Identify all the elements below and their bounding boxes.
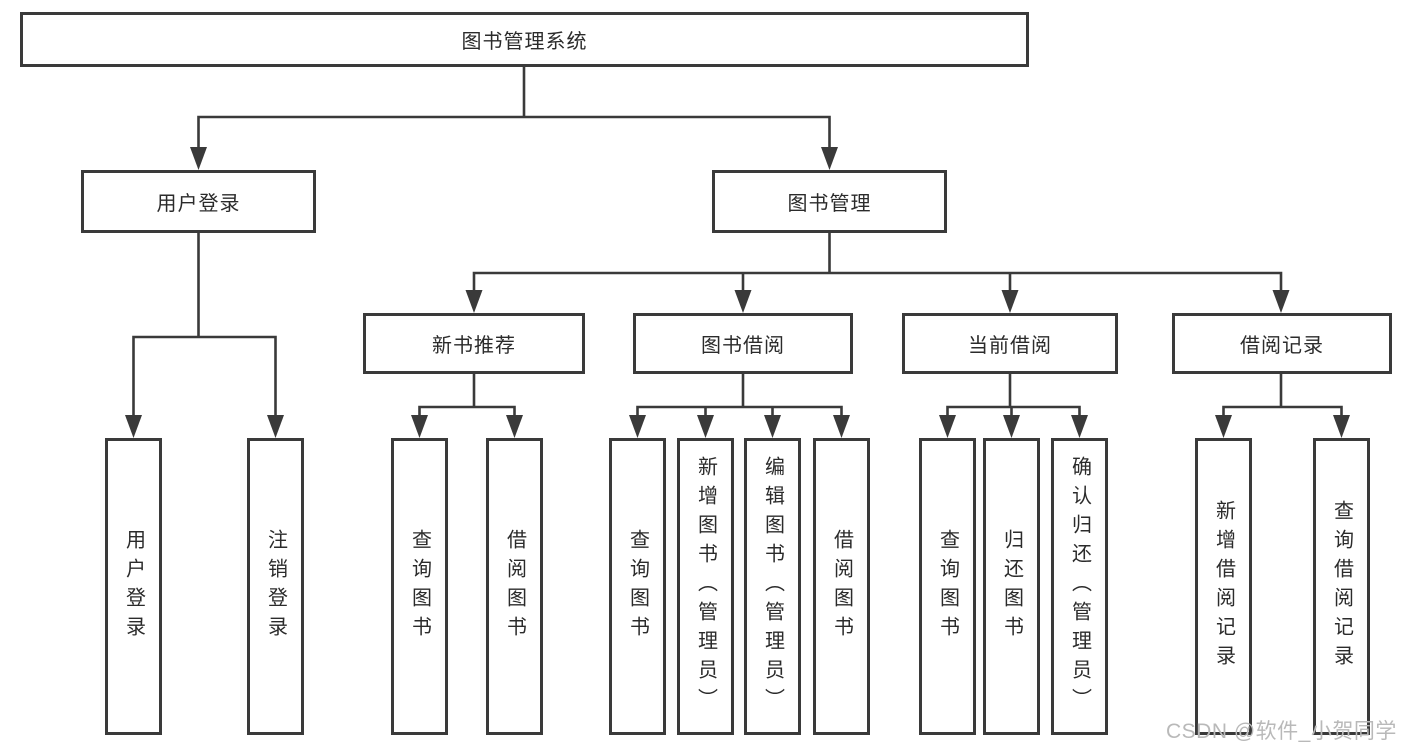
leaf-borrow-books: 借阅图书	[813, 438, 870, 735]
node-user-login-module: 用户登录	[81, 170, 316, 233]
node-book-borrowing: 图书借阅	[633, 313, 853, 374]
leaf-recommend-query-books-label: 查询图书	[408, 528, 431, 645]
leaf-return-books-label: 归还图书	[1000, 528, 1023, 645]
node-borrowing-records-label: 借阅记录	[1240, 335, 1324, 357]
watermark-text: CSDN @软件_小贺同学	[1166, 720, 1397, 743]
node-current-borrowing-label: 当前借阅	[968, 335, 1052, 357]
leaf-logout: 注销登录	[247, 438, 304, 735]
node-new-book-recommend-label: 新书推荐	[432, 335, 516, 357]
leaf-user-login: 用户登录	[105, 438, 162, 735]
leaf-borrowing-query-books: 查询图书	[609, 438, 666, 735]
leaf-logout-label: 注销登录	[264, 528, 287, 645]
leaf-confirm-return-admin-label: 确认归还（管理员）	[1068, 456, 1091, 717]
leaf-add-borrow-record-label: 新增借阅记录	[1212, 499, 1235, 674]
node-book-management-label: 图书管理	[787, 193, 872, 215]
leaf-add-borrow-record: 新增借阅记录	[1195, 438, 1252, 735]
node-root-label: 图书管理系统	[461, 31, 588, 53]
leaf-user-login-label: 用户登录	[122, 528, 145, 645]
leaf-borrowing-query-books-label: 查询图书	[626, 528, 649, 645]
node-book-borrowing-label: 图书借阅	[701, 335, 785, 357]
leaf-recommend-borrow-books-label: 借阅图书	[503, 528, 526, 645]
leaf-return-books: 归还图书	[983, 438, 1040, 735]
leaf-edit-books-admin: 编辑图书（管理员）	[744, 438, 801, 735]
leaf-borrow-books-label: 借阅图书	[830, 528, 853, 645]
node-user-login-module-label: 用户登录	[156, 193, 241, 215]
node-root: 图书管理系统	[20, 12, 1029, 67]
node-borrowing-records: 借阅记录	[1172, 313, 1392, 374]
node-current-borrowing: 当前借阅	[902, 313, 1118, 374]
leaf-add-books-admin: 新增图书（管理员）	[677, 438, 734, 735]
node-new-book-recommend: 新书推荐	[363, 313, 585, 374]
leaf-recommend-borrow-books: 借阅图书	[486, 438, 543, 735]
leaf-confirm-return-admin: 确认归还（管理员）	[1051, 438, 1108, 735]
leaf-current-query-books-label: 查询图书	[936, 528, 959, 645]
leaf-query-borrow-record-label: 查询借阅记录	[1330, 499, 1353, 674]
leaf-edit-books-admin-label: 编辑图书（管理员）	[761, 456, 784, 717]
leaf-current-query-books: 查询图书	[919, 438, 976, 735]
leaf-recommend-query-books: 查询图书	[391, 438, 448, 735]
node-book-management: 图书管理	[712, 170, 947, 233]
arrowheads	[125, 147, 1350, 438]
leaf-add-books-admin-label: 新增图书（管理员）	[694, 456, 717, 717]
leaf-query-borrow-record: 查询借阅记录	[1313, 438, 1370, 735]
